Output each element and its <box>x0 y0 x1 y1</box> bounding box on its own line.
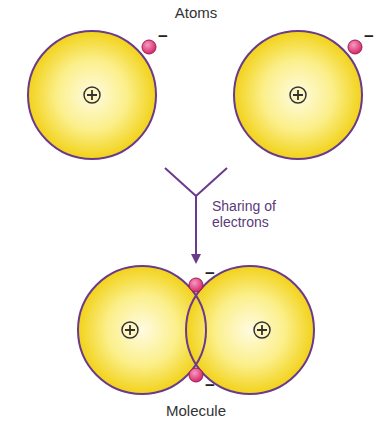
charge-sign: − <box>364 27 374 47</box>
atom <box>28 31 156 159</box>
charge-sign: − <box>158 27 168 47</box>
molecule <box>78 266 314 394</box>
charge-sign: − <box>205 376 215 396</box>
charge-sign: − <box>205 264 215 284</box>
heading-label: Atoms <box>175 4 218 21</box>
process-label: Sharing of electrons <box>212 198 307 230</box>
heading-label: Molecule <box>166 402 226 419</box>
atom <box>234 31 362 159</box>
